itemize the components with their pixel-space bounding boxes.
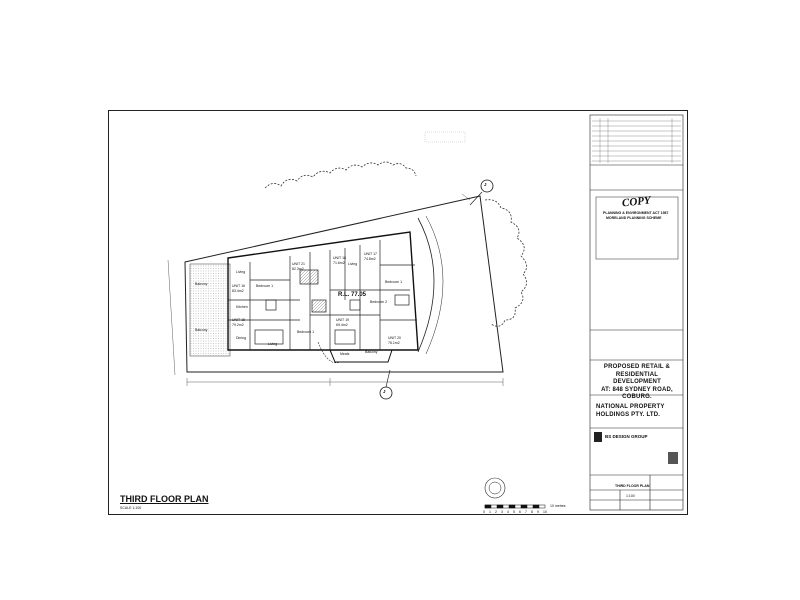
scale-tick: 4 [507, 510, 509, 514]
room-area-unit-15: 79.2m2 [232, 323, 244, 327]
tree-canopy-right [484, 199, 527, 327]
project-description: PROPOSED RETAIL & RESIDENTIAL DEVELOPMEN… [592, 364, 682, 402]
scale-tick: 0 [483, 510, 485, 514]
section-mark-bottom: J [383, 389, 386, 394]
room-label-unit-18: UNIT 18 [333, 256, 346, 260]
revision-table [592, 118, 681, 163]
firm-name: BS DESIGN GROUP [605, 434, 648, 439]
room-area-unit-20: 76.1m2 [388, 341, 400, 345]
section-marker-top [480, 179, 494, 193]
rl-marker: R.L. 77.05 [338, 292, 367, 298]
room-label-unit-15: UNIT 15 [232, 318, 245, 322]
room-label-meals: Meals [340, 352, 350, 356]
scale-bar-ticks: 0 1 2 3 4 5 6 7 8 9 10 [483, 510, 547, 514]
drawing-scale: SCALE 1:100 [120, 506, 142, 510]
project-line: PROPOSED RETAIL & [603, 364, 671, 370]
project-line: AT: 848 SYDNEY ROAD, [601, 386, 673, 393]
lower-balcony-outline [329, 349, 393, 363]
room-label-dining: Dining [236, 336, 246, 340]
room-label-bedroom-east: Bedroom 1 [385, 280, 403, 284]
client-line: NATIONAL PROPERTY [596, 404, 665, 410]
scale-tick: 1 [489, 510, 491, 514]
room-area-unit-21: 82.3m2 [292, 267, 304, 271]
room-label-unit-21: UNIT 21 [292, 262, 305, 266]
stamp-line-2: MORELAND PLANNING SCHEME [606, 216, 662, 220]
project-line: RESIDENTIAL DEVELOPMENT [613, 371, 661, 386]
room-area-unit-16: 83.4m2 [232, 289, 244, 293]
room-label-bedroom: Bedroom 1 [256, 284, 274, 288]
room-area-unit-18: 71.6m2 [333, 261, 345, 265]
project-line: COBURG. [622, 394, 652, 400]
scale-tick: 5 [513, 510, 515, 514]
title-block-scale: 1:100 [626, 494, 635, 498]
tree-canopy-outline [264, 161, 417, 189]
scale-bar [484, 504, 546, 509]
room-label-living-south: Living [268, 342, 278, 346]
stamp-line-1: PLANNING & ENVIRONMENT ACT 1987 [603, 211, 669, 215]
section-mark-top: J [484, 182, 487, 187]
north-compass-icon [484, 477, 506, 499]
room-label-unit-20: UNIT 20 [388, 336, 401, 340]
corner-mark [668, 452, 678, 464]
site-boundary [184, 195, 504, 373]
title-block [589, 114, 684, 511]
building-outline [227, 231, 419, 351]
scale-tick: 8 [531, 510, 533, 514]
curved-frontage [417, 217, 435, 353]
room-label-unit-19: UNIT 19 [336, 318, 349, 322]
scale-bar-unit: 10 metres [550, 504, 566, 508]
dimension-lines [167, 193, 504, 386]
hatched-balcony-area [189, 263, 231, 357]
firm-logo [594, 432, 602, 442]
client-line: HOLDINGS PTY. LTD. [596, 412, 661, 418]
scale-tick: 9 [537, 510, 539, 514]
client-name: NATIONAL PROPERTY HOLDINGS PTY. LTD. [596, 403, 682, 419]
scale-tick: 3 [501, 510, 503, 514]
room-label-balcony-lower: Balcony [365, 350, 378, 354]
room-label-balcony-south: Balcony [195, 328, 208, 332]
room-label-balcony: Balcony [195, 282, 208, 286]
room-label-living: Living [236, 270, 246, 274]
drawing-title: THIRD FLOOR PLAN [120, 494, 209, 504]
scale-tick: 7 [525, 510, 527, 514]
room-area-unit-19: 69.4m2 [336, 323, 348, 327]
room-area-unit-17: 74.8m2 [364, 257, 376, 261]
room-label-unit-17: UNIT 17 [364, 252, 377, 256]
scale-tick: 2 [495, 510, 497, 514]
room-label-unit-16: UNIT 16 [232, 284, 245, 288]
section-marker-bottom [379, 386, 393, 400]
faint-stamp [424, 131, 466, 143]
scale-tick: 10 [543, 510, 547, 514]
scale-tick: 6 [519, 510, 521, 514]
approval-stamp-box [595, 196, 679, 260]
internal-walls [228, 240, 417, 350]
title-block-drawing-name: THIRD FLOOR PLAN [615, 484, 650, 488]
room-label-bedroom2: Bedroom 2 [370, 300, 388, 304]
room-label-bedroom-south: Bedroom 1 [297, 330, 315, 334]
room-label-kitchen: Kitchen [236, 305, 248, 309]
room-label-living-north: Living [348, 262, 358, 266]
